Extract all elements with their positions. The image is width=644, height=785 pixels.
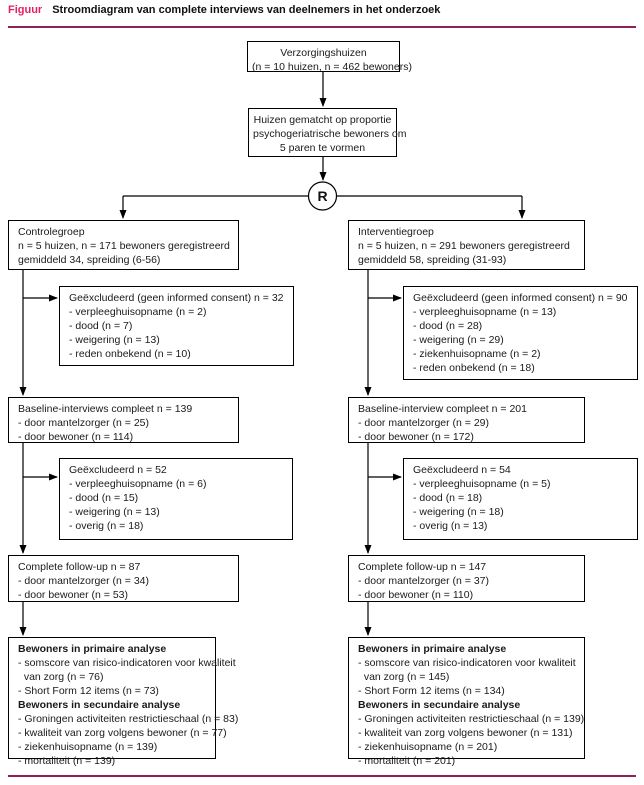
box-line: Geëxcludeerd (geen informed consent) n =… <box>413 292 628 304</box>
box-line: - dood (n = 15) <box>69 492 139 504</box>
box-line: 5 paren te vormen <box>279 142 366 154</box>
box-line: - mortaliteit (n = 201) <box>358 755 456 767</box>
box-line: - verpleeghuisopname (n = 6) <box>69 478 207 490</box>
box-line: Baseline-interviews compleet n = 139 <box>18 403 193 415</box>
box-line: - Short Form 12 items (n = 134) <box>358 685 505 697</box>
box-line: van zorg (n = 76) <box>18 671 104 683</box>
box-line: - door bewoner (n = 172) <box>358 431 474 443</box>
box-line: Bewoners in secundaire analyse <box>358 699 521 711</box>
box-line: n = 5 huizen, n = 171 bewoners geregistr… <box>18 240 230 252</box>
box-line: - weigering (n = 29) <box>413 334 504 346</box>
box-line: - Groningen activiteiten restrictieschaa… <box>18 713 239 725</box>
box-line: - kwaliteit van zorg volgens bewoner (n … <box>358 727 573 739</box>
box-line: - somscore van risico-indicatoren voor k… <box>358 657 576 669</box>
box-line: Bewoners in primaire analyse <box>18 643 167 655</box>
box-line: - door mantelzorger (n = 34) <box>18 575 150 587</box>
box-line: psychogeriatrische bewoners om <box>253 128 407 140</box>
figure-label: Figuur <box>8 4 43 16</box>
box-interventiegroep: Interventiegroep n = 5 huizen, n = 291 b… <box>348 220 585 270</box>
box-line: - weigering (n = 13) <box>69 506 160 518</box>
box-line: Interventiegroep <box>358 226 434 238</box>
box-line: Baseline-interview compleet n = 201 <box>358 403 527 415</box>
box-line: - kwaliteit van zorg volgens bewoner (n … <box>18 727 227 739</box>
box-line: - door mantelzorger (n = 37) <box>358 575 490 587</box>
box-control-analysis: Bewoners in primaire analyse - somscore … <box>8 637 239 767</box>
box-line: - reden onbekend (n = 18) <box>413 362 535 374</box>
box-line: - weigering (n = 18) <box>413 506 504 518</box>
box-line: - weigering (n = 13) <box>69 334 160 346</box>
box-verzorgingshuizen: Verzorgingshuizen (n = 10 huizen, n = 46… <box>247 41 412 73</box>
box-line: - overig (n = 13) <box>413 520 488 532</box>
box-intervention-followup: Complete follow-up n = 147 - door mantel… <box>348 555 585 602</box>
box-control-excluded-followup: Geëxcludeerd n = 52 - verpleeghuisopname… <box>59 458 293 540</box>
box-line: Geëxcludeerd (geen informed consent) n =… <box>69 292 284 304</box>
box-line: Geëxcludeerd n = 52 <box>69 464 167 476</box>
box-line: n = 5 huizen, n = 291 bewoners geregistr… <box>358 240 570 252</box>
figure-header: Figuur Stroomdiagram van complete intervi… <box>8 4 636 16</box>
box-line: Complete follow-up n = 147 <box>358 561 487 573</box>
box-line: - door bewoner (n = 114) <box>18 431 134 443</box>
box-line: - door mantelzorger (n = 25) <box>18 417 150 429</box>
box-intervention-excluded-consent: Geëxcludeerd (geen informed consent) n =… <box>403 286 638 380</box>
box-matching: Huizen gematcht op proportie psychogeria… <box>248 108 407 157</box>
box-line: - somscore van risico-indicatoren voor k… <box>18 657 236 669</box>
box-line: - dood (n = 18) <box>413 492 483 504</box>
box-line: Controlegroep <box>18 226 85 238</box>
box-control-followup: Complete follow-up n = 87 - door mantelz… <box>8 555 239 602</box>
box-line: Complete follow-up n = 87 <box>18 561 141 573</box>
box-control-excluded-consent: Geëxcludeerd (geen informed consent) n =… <box>59 286 294 366</box>
figure-title: Stroomdiagram van complete interviews va… <box>52 4 441 16</box>
randomization-letter: R <box>317 188 327 204</box>
box-line: - door mantelzorger (n = 29) <box>358 417 490 429</box>
randomization-circle <box>307 181 338 211</box>
box-line: - verpleeghuisopname (n = 2) <box>69 306 207 318</box>
box-line: (n = 10 huizen, n = 462 bewoners) <box>252 61 412 73</box>
box-controlegroep: Controlegroep n = 5 huizen, n = 171 bewo… <box>8 220 239 270</box>
box-intervention-analysis: Bewoners in primaire analyse - somscore … <box>348 637 585 767</box>
bottom-rule <box>8 775 636 777</box>
box-line: - verpleeghuisopname (n = 5) <box>413 478 551 490</box>
box-line: Bewoners in secundaire analyse <box>18 699 181 711</box>
box-line: - overig (n = 18) <box>69 520 144 532</box>
box-line: - Short Form 12 items (n = 73) <box>18 685 159 697</box>
box-line: Verzorgingshuizen <box>280 47 367 59</box>
box-line: - ziekenhuisopname (n = 2) <box>413 348 541 360</box>
top-rule <box>8 26 636 28</box>
box-line: - ziekenhuisopname (n = 139) <box>18 741 158 753</box>
box-line: gemiddeld 34, spreiding (6-56) <box>18 254 161 266</box>
box-line: van zorg (n = 145) <box>358 671 450 683</box>
box-line: Geëxcludeerd n = 54 <box>413 464 511 476</box>
box-line: - dood (n = 7) <box>69 320 133 332</box>
box-line: - dood (n = 28) <box>413 320 483 332</box>
box-line: - Groningen activiteiten restrictieschaa… <box>358 713 585 725</box>
box-line: Bewoners in primaire analyse <box>358 643 507 655</box>
box-intervention-excluded-followup: Geëxcludeerd n = 54 - verpleeghuisopname… <box>403 458 638 540</box>
box-line: - reden onbekend (n = 10) <box>69 348 191 360</box>
box-line: gemiddeld 58, spreiding (31-93) <box>358 254 507 266</box>
box-line: - mortaliteit (n = 139) <box>18 755 116 767</box>
box-line: - door bewoner (n = 110) <box>358 589 474 601</box>
box-line: - verpleeghuisopname (n = 13) <box>413 306 557 318</box>
box-control-baseline: Baseline-interviews compleet n = 139 - d… <box>8 397 239 443</box>
box-intervention-baseline: Baseline-interview compleet n = 201 - do… <box>348 397 585 443</box>
box-line: - ziekenhuisopname (n = 201) <box>358 741 498 753</box>
box-line: - door bewoner (n = 53) <box>18 589 129 601</box>
box-line: Huizen gematcht op proportie <box>253 114 392 126</box>
